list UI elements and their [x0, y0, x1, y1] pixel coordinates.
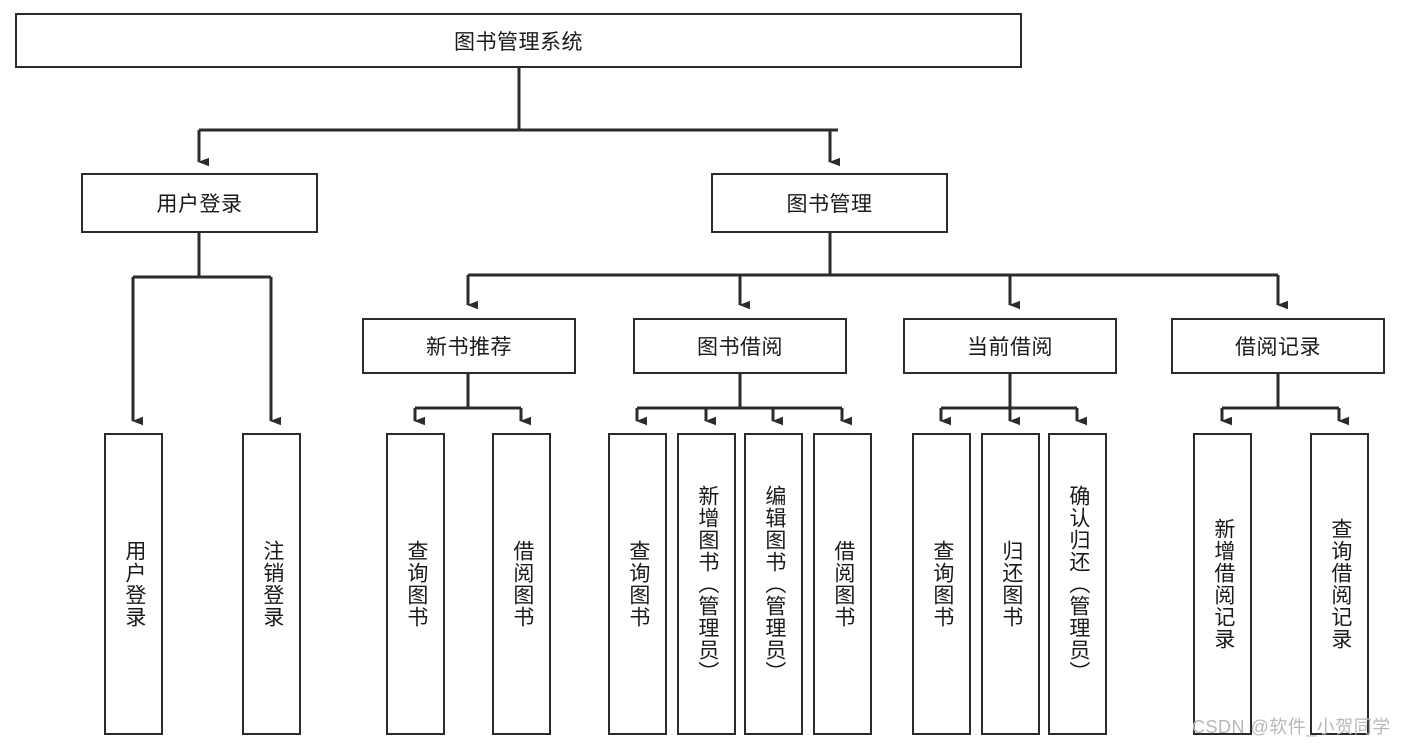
node-label: 借阅图书	[831, 540, 855, 628]
node-borrow-records[interactable]: 借阅记录	[1171, 318, 1385, 374]
node-leaf-edit-book-admin[interactable]: 编辑图书（管理员）	[744, 433, 803, 735]
node-new-book-recommend[interactable]: 新书推荐	[362, 318, 576, 374]
node-label: 当前借阅	[967, 336, 1053, 359]
node-current-borrow[interactable]: 当前借阅	[903, 318, 1117, 374]
node-book-management[interactable]: 图书管理	[711, 173, 948, 233]
node-label: 注销登录	[260, 540, 284, 628]
node-leaf-borrow-book-recommend[interactable]: 借阅图书	[492, 433, 551, 735]
node-leaf-borrow-book[interactable]: 借阅图书	[813, 433, 872, 735]
node-label: 新增借阅记录	[1211, 518, 1235, 650]
node-leaf-query-book-borrow[interactable]: 查询图书	[608, 433, 667, 735]
node-label: 图书管理系统	[454, 30, 583, 54]
node-leaf-add-borrow-record[interactable]: 新增借阅记录	[1193, 433, 1252, 735]
node-label: 确认归还（管理员）	[1066, 485, 1090, 683]
node-leaf-user-login[interactable]: 用户登录	[104, 433, 163, 735]
node-label: 新书推荐	[426, 336, 512, 359]
node-label: 用户登录	[156, 193, 243, 216]
node-leaf-query-borrow-record[interactable]: 查询借阅记录	[1310, 433, 1369, 735]
csdn-watermark: CSDN @软件_小贺同学	[1192, 717, 1391, 737]
node-label: 用户登录	[122, 540, 146, 628]
node-label: 查询图书	[930, 540, 954, 628]
node-label: 新增图书（管理员）	[695, 485, 719, 683]
node-label: 查询借阅记录	[1328, 518, 1352, 650]
node-label: 借阅记录	[1235, 336, 1321, 359]
node-label: 借阅图书	[510, 540, 534, 628]
node-label: 查询图书	[404, 540, 428, 628]
node-label: 编辑图书（管理员）	[762, 485, 786, 683]
node-leaf-query-book-current[interactable]: 查询图书	[912, 433, 971, 735]
node-leaf-return-book[interactable]: 归还图书	[981, 433, 1040, 735]
node-user-login[interactable]: 用户登录	[81, 173, 318, 233]
node-leaf-confirm-return-admin[interactable]: 确认归还（管理员）	[1048, 433, 1107, 735]
node-label: 查询图书	[626, 540, 650, 628]
node-leaf-query-book-recommend[interactable]: 查询图书	[386, 433, 445, 735]
node-leaf-logout[interactable]: 注销登录	[242, 433, 301, 735]
node-label: 图书管理	[786, 193, 873, 216]
node-label: 归还图书	[999, 540, 1023, 628]
node-root-book-management-system[interactable]: 图书管理系统	[15, 13, 1022, 68]
node-label: 图书借阅	[697, 336, 783, 359]
node-leaf-add-book-admin[interactable]: 新增图书（管理员）	[677, 433, 736, 735]
node-book-borrow[interactable]: 图书借阅	[633, 318, 847, 374]
